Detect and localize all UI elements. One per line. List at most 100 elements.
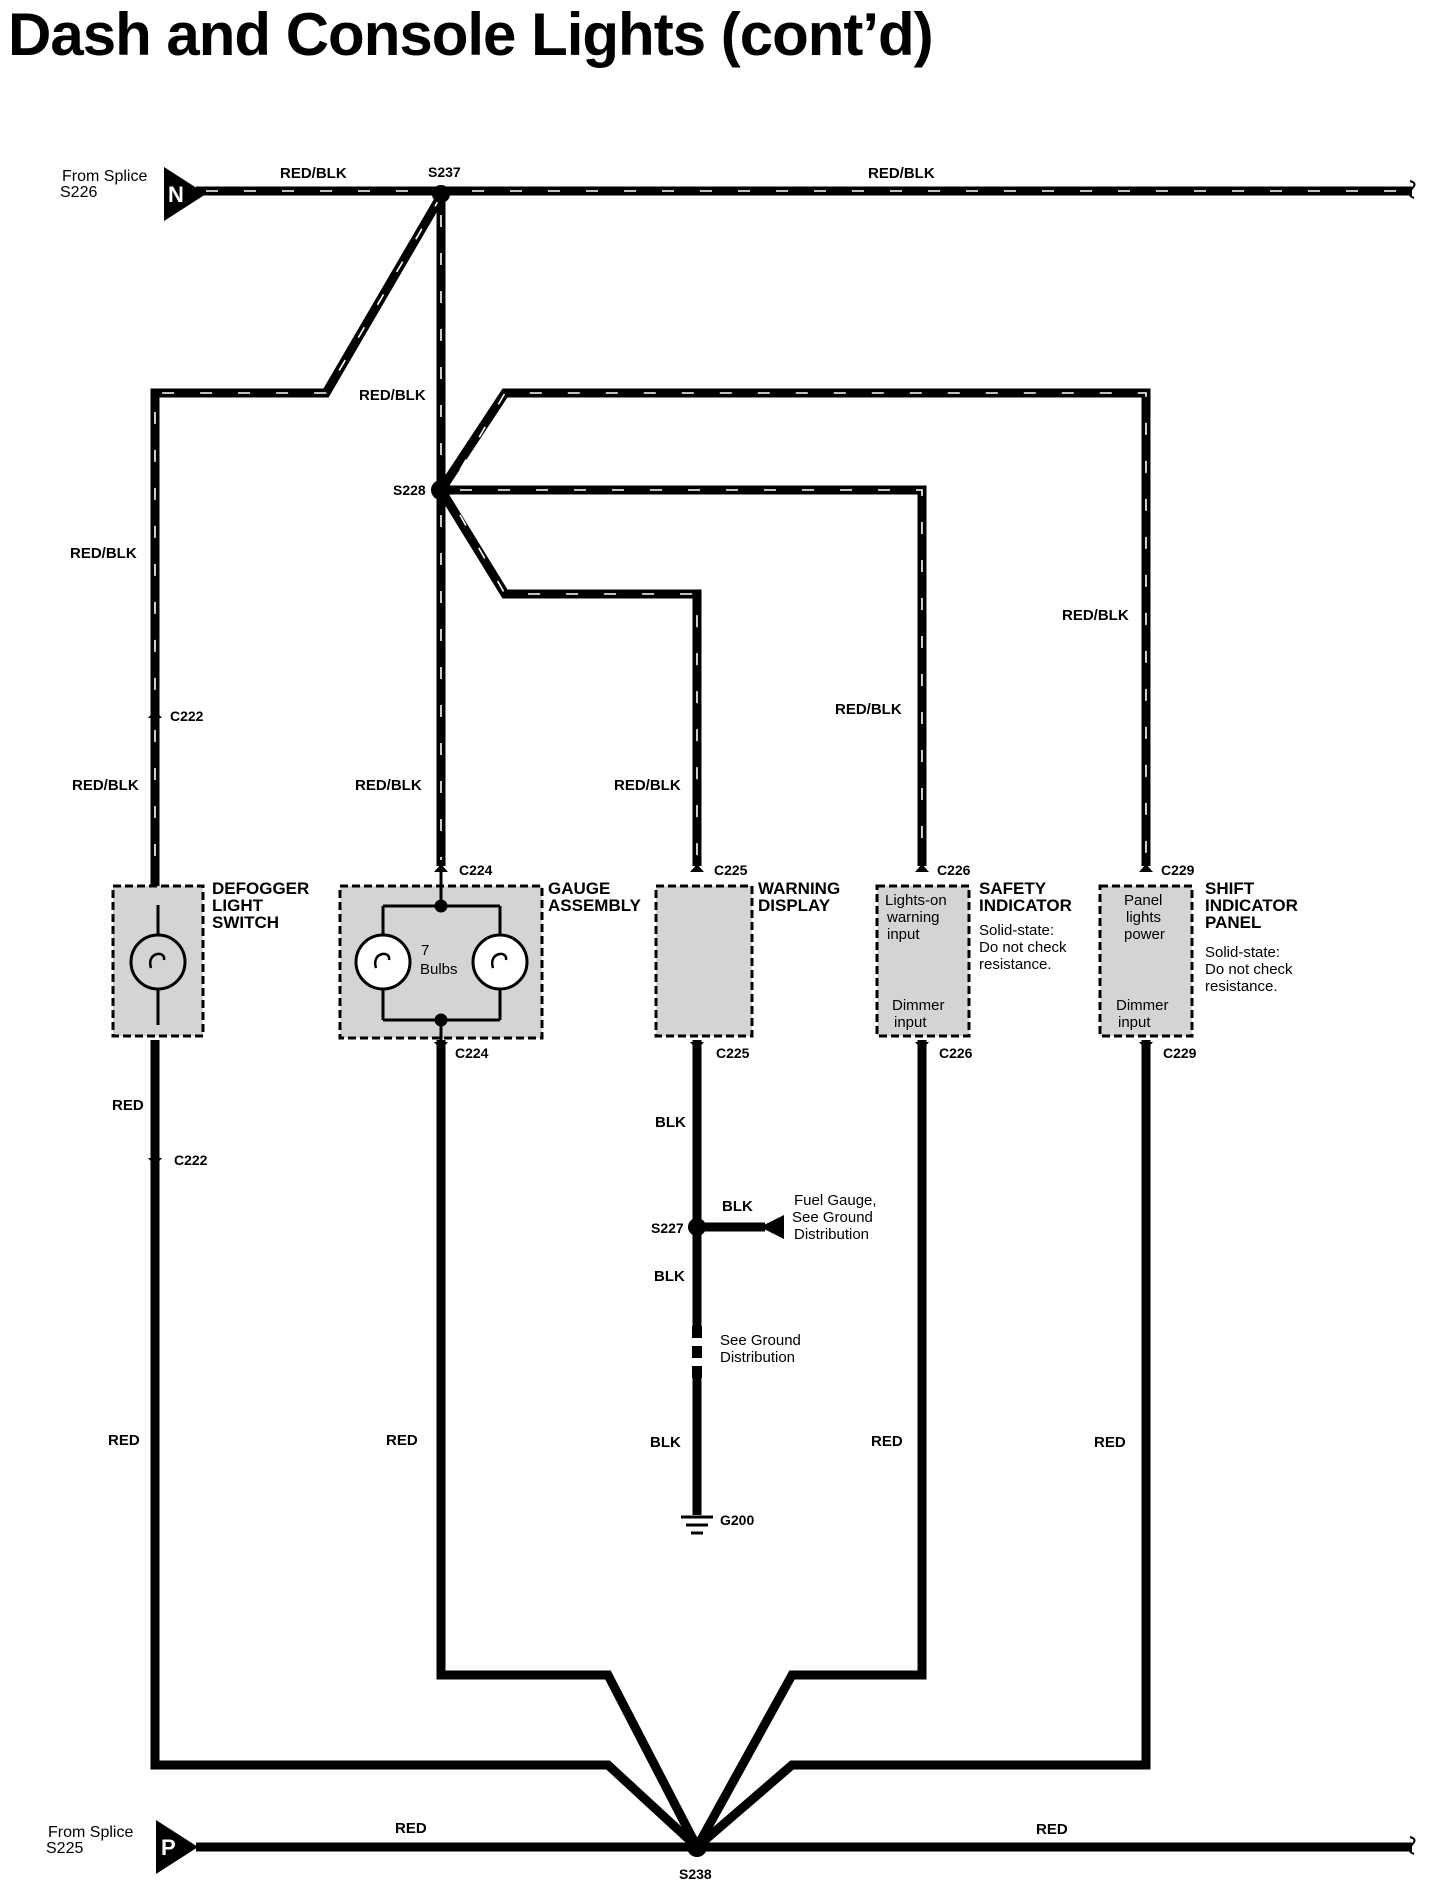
svg-text:SWITCH: SWITCH [212,913,279,932]
label-g200: G200 [720,1512,754,1528]
svg-text:C225: C225 [716,1045,750,1061]
svg-text:DISPLAY: DISPLAY [758,896,831,915]
label-s227: S227 [651,1220,684,1236]
svg-text:BLK: BLK [722,1198,753,1215]
wire-gauge-s238 [436,1040,701,1850]
svg-text:C225: C225 [714,862,748,878]
wire-shift-s238 [694,1040,1151,1851]
svg-text:Lights-on: Lights-on [885,892,947,909]
svg-text:See Ground: See Ground [792,1209,873,1226]
connector-marks [148,710,1153,1166]
svg-text:input: input [1118,1014,1151,1031]
svg-text:Distribution: Distribution [794,1226,869,1243]
svg-text:RED: RED [108,1432,140,1449]
svg-text:Dimmer: Dimmer [892,997,945,1014]
label-s228: S228 [393,482,426,498]
wire-s228-warning [437,487,702,866]
svg-text:Panel: Panel [1124,892,1162,909]
ground-symbol [681,1515,713,1535]
svg-text:Solid-state:: Solid-state: [979,922,1054,939]
svg-text:SAFETY: SAFETY [979,879,1047,898]
wire-defogger-s238 [150,1040,701,1851]
svg-text:C222: C222 [170,708,204,724]
svg-text:RED/BLK: RED/BLK [70,545,137,562]
svg-text:C222: C222 [174,1152,208,1168]
blk-wires [690,1040,765,1515]
svg-text:input: input [887,926,920,943]
page-title: Dash and Console Lights (cont’d) [8,1,934,68]
svg-text:C226: C226 [937,862,971,878]
svg-text:See Ground: See Ground [720,1332,801,1349]
svg-text:RED/BLK: RED/BLK [72,777,139,794]
svg-text:C224: C224 [459,862,493,878]
svg-text:N: N [168,182,184,207]
splice-s237-dot [432,185,450,203]
svg-text:resistance.: resistance. [1205,978,1278,995]
svg-text:RED: RED [112,1097,144,1114]
ground-references: Fuel Gauge, See Ground Distribution See … [720,1192,877,1366]
svg-text:Bulbs: Bulbs [420,961,458,978]
svg-text:7: 7 [421,942,429,959]
svg-text:C229: C229 [1163,1045,1197,1061]
svg-text:RED: RED [871,1433,903,1450]
see-ground-dashes [692,1326,702,1378]
wire-safety-s238 [693,1040,927,1850]
bulb-icon [354,933,529,991]
splice-s227-dot [688,1218,706,1236]
svg-text:RED/BLK: RED/BLK [835,701,902,718]
svg-text:RED/BLK: RED/BLK [614,777,681,794]
svg-text:warning: warning [886,909,940,926]
wire-end-break-top [1408,180,1416,199]
svg-text:RED: RED [1094,1434,1126,1451]
source-bottom-from: From Splice [48,1824,133,1841]
svg-text:input: input [894,1014,927,1031]
svg-text:RED: RED [1036,1821,1068,1838]
fuel-ground-arrow [760,1215,784,1239]
svg-text:PANEL: PANEL [1205,913,1261,932]
wire-s228-shift [437,388,1151,866]
svg-text:RED/BLK: RED/BLK [868,165,935,182]
label-s238: S238 [679,1866,712,1882]
shift-indicator-panel: Panel lights power Dimmer input [1098,884,1194,1038]
connector-labels: C222 C222 C224 C224 C225 C225 C226 C226 … [170,708,1197,1168]
svg-text:LIGHT: LIGHT [212,896,264,915]
svg-text:Do not check: Do not check [1205,961,1293,978]
svg-text:lights: lights [1126,909,1161,926]
source-p-arrow: P [156,1820,198,1874]
svg-text:Distribution: Distribution [720,1349,795,1366]
svg-text:C226: C226 [939,1045,973,1061]
svg-text:INDICATOR: INDICATOR [1205,896,1298,915]
source-top-splice: S226 [60,184,97,201]
bulb-icon [129,905,187,1025]
svg-text:RED: RED [395,1820,427,1837]
svg-text:GAUGE: GAUGE [548,879,610,898]
splice-s228-dot [431,480,451,500]
source-top-from: From Splice [62,168,147,185]
source-n-arrow: N [164,167,206,221]
source-bottom-splice: S225 [46,1840,83,1857]
svg-text:BLK: BLK [650,1434,681,1451]
defogger-light-switch [111,884,205,1038]
label-s237: S237 [428,164,461,180]
svg-text:RED/BLK: RED/BLK [280,165,347,182]
svg-text:Do not check: Do not check [979,939,1067,956]
svg-text:C224: C224 [455,1045,489,1061]
warning-display [654,884,754,1038]
svg-text:Dimmer: Dimmer [1116,997,1169,1014]
svg-text:WARNING: WARNING [758,879,840,898]
red-blk-stripes [154,190,1412,870]
red-blk-wires [150,186,1412,890]
svg-text:resistance.: resistance. [979,956,1052,973]
svg-text:P: P [161,1835,176,1860]
svg-text:SHIFT: SHIFT [1205,879,1255,898]
splice-s238-dot [687,1837,707,1857]
wire-color-labels: RED/BLK RED/BLK RED/BLK RED/BLK RED/BLK … [70,165,1129,1838]
gauge-assembly: 7 Bulbs [338,866,544,1040]
svg-text:Solid-state:: Solid-state: [1205,944,1280,961]
svg-text:power: power [1124,926,1165,943]
component-labels: DEFOGGER LIGHT SWITCH GAUGE ASSEMBLY WAR… [212,879,1298,995]
svg-text:INDICATOR: INDICATOR [979,896,1072,915]
svg-text:DEFOGGER: DEFOGGER [212,879,309,898]
svg-text:C229: C229 [1161,862,1195,878]
